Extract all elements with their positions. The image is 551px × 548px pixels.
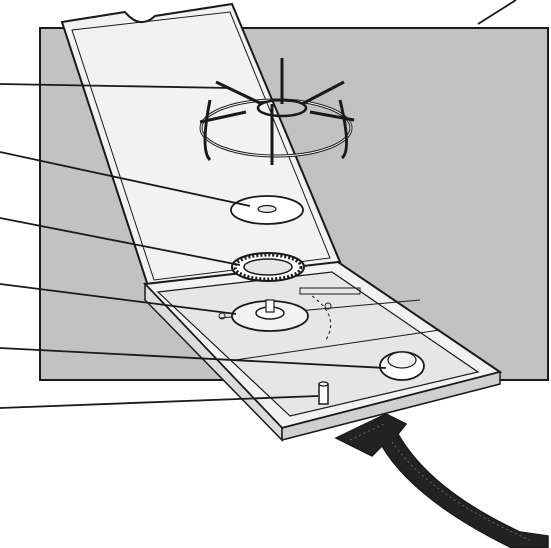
gear-ring-icon — [232, 253, 304, 281]
leader-line-7 — [478, 0, 516, 24]
insert-arrow-icon — [336, 414, 548, 548]
spacer-disc-icon — [231, 196, 303, 224]
drive-coupler-icon — [380, 352, 424, 380]
pin-post-icon — [319, 382, 328, 404]
